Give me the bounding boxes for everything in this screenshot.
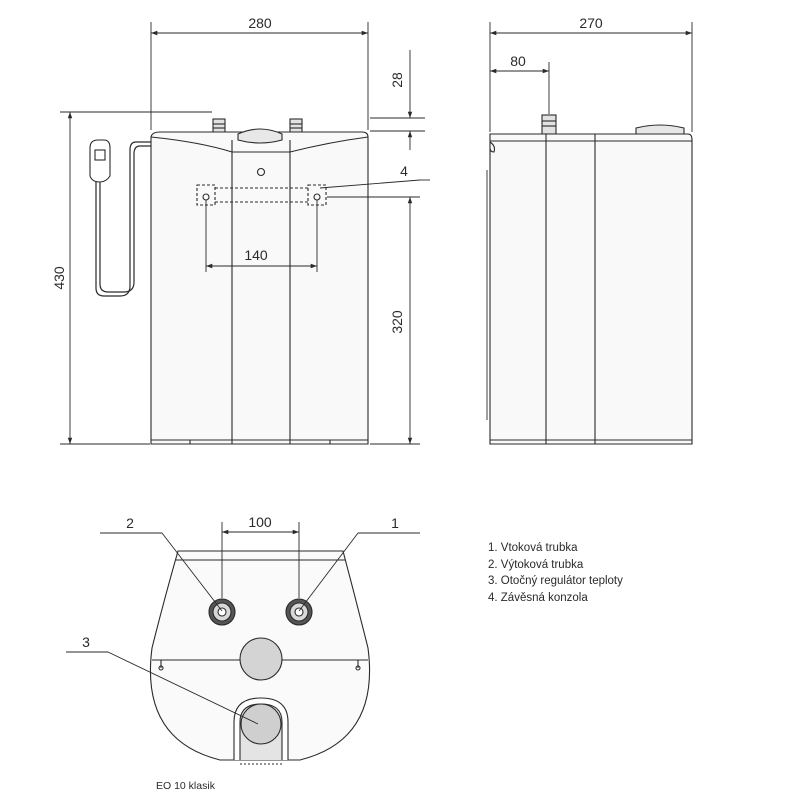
side-body [489, 133, 693, 445]
side-view [486, 114, 693, 445]
dim-side-depth: 270 [579, 15, 603, 31]
dim-side-offset: 80 [510, 53, 526, 69]
outlet-pipe-bottom [208, 598, 236, 626]
side-dimensions [489, 22, 693, 132]
legend-item: 4. Závěsná konzola [488, 591, 588, 604]
front-body [150, 131, 369, 445]
dim-height-bracket: 320 [389, 310, 405, 334]
dim-top-offset: 28 [389, 72, 405, 88]
dim-height-total: 430 [51, 266, 67, 290]
bottom-center-boss [239, 637, 283, 681]
temperature-regulator-knob [233, 697, 289, 760]
legend-item: 1. Vtoková trubka [488, 542, 578, 554]
dim-front-width: 280 [248, 15, 272, 31]
side-top-fitting [541, 114, 557, 135]
bottom-dimensions [66, 522, 420, 725]
callout-4: 4 [400, 163, 408, 179]
power-cable [89, 139, 151, 297]
callout-3: 3 [82, 634, 90, 650]
legend-item: 3. Otočný regulátor teploty [488, 575, 623, 587]
callout-1: 1 [391, 515, 399, 531]
callout-2: 2 [126, 515, 134, 531]
dim-pipe-spacing: 100 [248, 514, 272, 530]
inlet-pipe-bottom [285, 598, 313, 626]
front-top-fittings [212, 118, 303, 134]
model-label: EO 10 klasik [156, 780, 215, 792]
front-dimensions [60, 22, 430, 445]
front-indicator-hole [256, 167, 266, 177]
front-control-knob [237, 128, 283, 144]
bottom-view [149, 550, 371, 765]
side-control-knob [635, 124, 685, 134]
dim-bracket-spacing: 140 [244, 247, 268, 263]
parts-legend: 1. Vtoková trubka 2. Výtoková trubka 3. … [488, 540, 623, 606]
legend-item: 2. Výtoková trubka [488, 558, 584, 571]
front-view [89, 118, 369, 445]
power-plug-icon [89, 139, 111, 183]
